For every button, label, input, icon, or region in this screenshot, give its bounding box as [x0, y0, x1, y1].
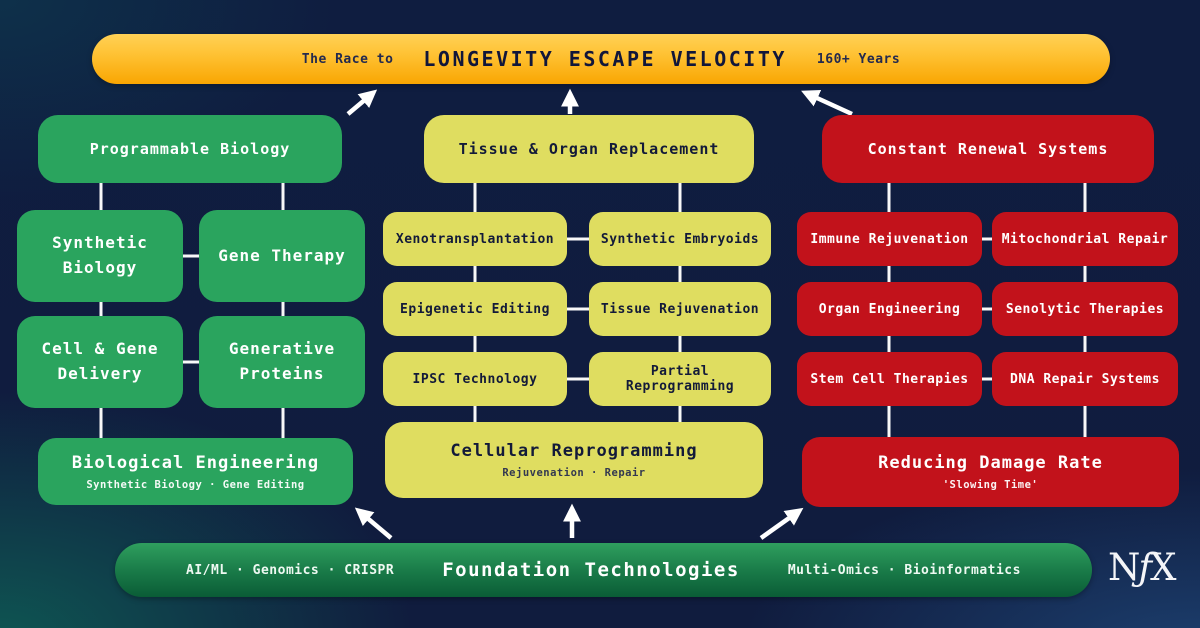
arrow-left-to-banner	[346, 89, 378, 116]
box-stem-cell-therapies: Stem Cell Therapies	[797, 352, 982, 406]
box-epigenetic-editing: Epigenetic Editing	[383, 282, 567, 336]
header-constant-renewal-systems: Constant Renewal Systems	[822, 115, 1154, 183]
box-gene-therapy: Gene Therapy	[199, 210, 365, 302]
footer-subtitle: 'Slowing Time'	[942, 479, 1039, 491]
arrow-right-to-banner	[801, 90, 853, 117]
foundation-left-label: AI/ML · Genomics · CRISPR	[186, 562, 395, 578]
header-tissue-organ-replacement: Tissue & Organ Replacement	[424, 115, 754, 183]
footer-title: Reducing Damage Rate	[878, 453, 1103, 473]
box-synthetic-embryoids: Synthetic Embryoids	[589, 212, 771, 266]
box-partial-reprogramming: Partial Reprogramming	[589, 352, 771, 406]
nfx-logo-n: N	[1108, 546, 1141, 589]
box-cell-gene-delivery: Cell & Gene Delivery	[17, 316, 183, 408]
footer-title: Cellular Reprogramming	[450, 441, 698, 461]
top-banner-suffix: 160+ Years	[816, 51, 901, 67]
top-banner: The Race to LONGEVITY ESCAPE VELOCITY 16…	[92, 34, 1110, 84]
box-dna-repair-systems: DNA Repair Systems	[992, 352, 1178, 406]
box-organ-engineering: Organ Engineering	[797, 282, 982, 336]
box-senolytic-therapies: Senolytic Therapies	[992, 282, 1178, 336]
box-immune-rejuvenation: Immune Rejuvenation	[797, 212, 982, 266]
nfx-logo-f: ƒ	[1138, 546, 1153, 589]
header-programmable-biology: Programmable Biology	[38, 115, 342, 183]
footer-cellular-reprogramming: Cellular Reprogramming Rejuvenation · Re…	[385, 422, 763, 498]
top-banner-prefix: The Race to	[301, 51, 394, 67]
box-ipsc-technology: IPSC Technology	[383, 352, 567, 406]
box-synthetic-biology: Synthetic Biology	[17, 210, 183, 302]
nfx-logo: N ƒ X	[1108, 549, 1176, 586]
footer-biological-engineering: Biological Engineering Synthetic Biology…	[38, 438, 353, 505]
foundation-technologies-banner: AI/ML · Genomics · CRISPR Foundation Tec…	[115, 543, 1092, 597]
nfx-logo-x: X	[1150, 546, 1177, 589]
footer-subtitle: Rejuvenation · Repair	[502, 467, 646, 479]
foundation-right-label: Multi-Omics · Bioinformatics	[787, 562, 1021, 578]
flow-arrows	[346, 88, 853, 540]
foundation-title: Foundation Technologies	[442, 559, 740, 581]
box-mitochondrial-repair: Mitochondrial Repair	[992, 212, 1178, 266]
box-tissue-rejuvenation: Tissue Rejuvenation	[589, 282, 771, 336]
arrow-foundation-to-left	[354, 507, 393, 540]
box-xenotransplantation: Xenotransplantation	[383, 212, 567, 266]
footer-subtitle: Synthetic Biology · Gene Editing	[86, 478, 305, 491]
footer-reducing-damage-rate: Reducing Damage Rate 'Slowing Time'	[802, 437, 1179, 507]
box-generative-proteins: Generative Proteins	[199, 316, 365, 408]
top-banner-title: LONGEVITY ESCAPE VELOCITY	[423, 47, 787, 71]
arrow-foundation-to-right	[759, 507, 804, 540]
footer-title: Biological Engineering	[71, 452, 320, 473]
